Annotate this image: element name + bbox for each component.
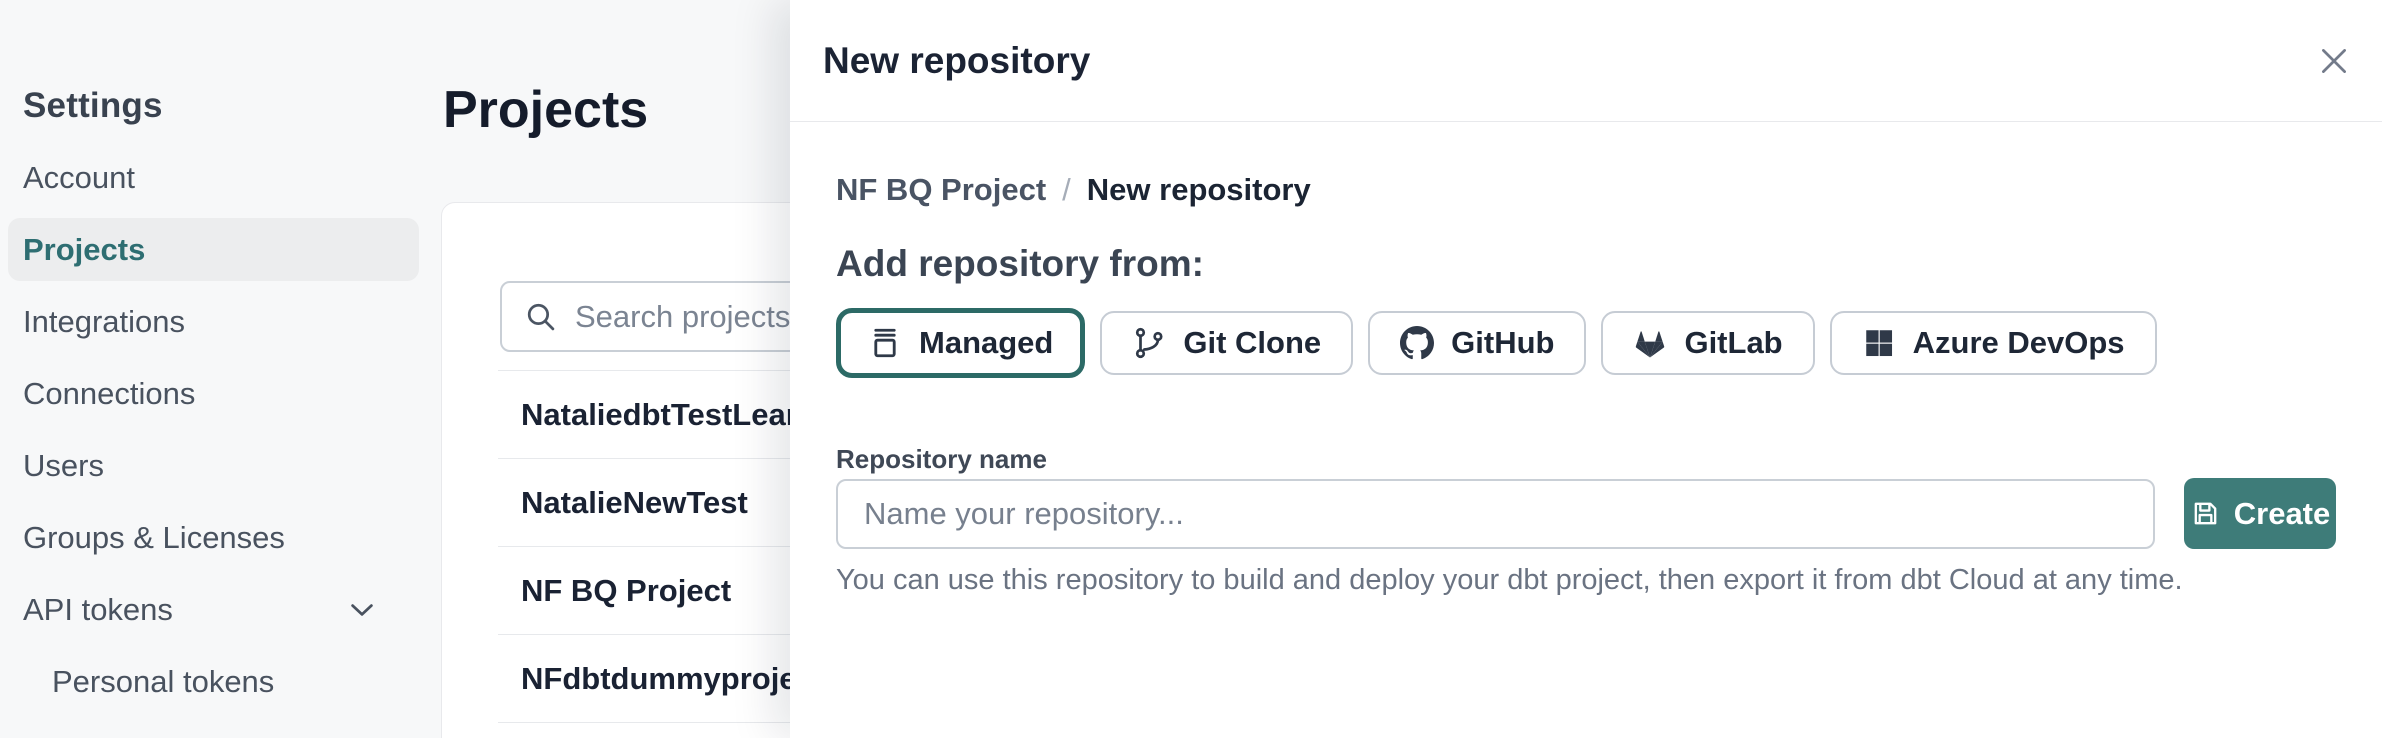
source-label: GitLab [1684, 325, 1783, 360]
sidebar-item-api-tokens[interactable]: API tokens [8, 578, 419, 641]
source-gitlab-button[interactable]: GitLab [1601, 311, 1815, 375]
sidebar-item-users[interactable]: Users [8, 434, 419, 497]
repo-helper-text: You can use this repository to build and… [836, 564, 2183, 596]
sidebar-item-label: API tokens [23, 591, 173, 627]
modal-header: New repository [790, 0, 2382, 122]
create-button[interactable]: Create [2184, 478, 2336, 549]
settings-sidebar: Settings Account Projects Integrations C… [0, 0, 441, 738]
sidebar-item-connections[interactable]: Connections [8, 362, 419, 425]
repo-source-options: Managed Git Clone GitHub GitLab Azure De… [836, 308, 2336, 378]
sidebar-item-label: Projects [23, 231, 146, 267]
close-button[interactable] [2312, 39, 2356, 83]
source-github-button[interactable]: GitHub [1368, 311, 1587, 375]
sidebar-item-projects[interactable]: Projects [8, 218, 419, 281]
create-button-label: Create [2233, 495, 2331, 531]
source-label: Azure DevOps [1912, 325, 2125, 360]
source-git-clone-button[interactable]: Git Clone [1100, 311, 1354, 375]
modal-title: New repository [823, 39, 1091, 81]
breadcrumb: NF BQ Project / New repository [836, 170, 2336, 210]
page-title: Projects [443, 81, 649, 139]
repo-name-label: Repository name [836, 444, 1047, 474]
sidebar-item-label: Account [23, 159, 136, 195]
repo-name-input[interactable] [836, 478, 2155, 549]
source-label: Git Clone [1183, 325, 1322, 360]
managed-repo-icon [874, 328, 896, 358]
modal-body: NF BQ Project / New repository Add repos… [790, 170, 2382, 598]
git-branch-icon [1136, 327, 1163, 359]
sidebar-item-label: Integrations [23, 303, 185, 339]
sidebar-item-personal-tokens[interactable]: Personal tokens [8, 650, 419, 713]
project-name: NFdbtdummyproject [521, 660, 825, 696]
breadcrumb-current: New repository [1086, 172, 1311, 207]
source-azure-devops-button[interactable]: Azure DevOps [1829, 311, 2157, 375]
source-label: Managed [919, 325, 1054, 360]
project-name: NF BQ Project [521, 572, 732, 608]
sidebar-item-account[interactable]: Account [8, 146, 419, 209]
new-repository-modal: New repository NF BQ Project / New repos… [790, 0, 2382, 738]
chevron-down-icon [351, 603, 373, 616]
project-name: NatalieNewTest [521, 484, 748, 520]
save-icon [2194, 502, 2217, 525]
source-label: GitHub [1451, 325, 1555, 360]
sidebar-item-label: Groups & Licenses [23, 519, 285, 555]
section-heading: Add repository from: [836, 243, 1204, 284]
azure-devops-icon [1865, 330, 1892, 357]
sidebar-item-integrations[interactable]: Integrations [8, 290, 419, 353]
repo-name-row: Create [836, 478, 2336, 549]
sidebar-nav: Account Projects Integrations Connection… [8, 146, 419, 722]
close-icon [2322, 48, 2346, 73]
breadcrumb-parent[interactable]: NF BQ Project [836, 172, 1047, 207]
gitlab-icon [1636, 331, 1665, 358]
source-managed-button[interactable]: Managed [836, 308, 1086, 378]
sidebar-item-label: Users [23, 447, 104, 483]
breadcrumb-separator: / [1062, 172, 1071, 207]
sidebar-item-groups-licenses[interactable]: Groups & Licenses [8, 506, 419, 569]
search-icon [527, 303, 555, 331]
sidebar-item-label: Connections [23, 375, 196, 411]
sidebar-item-label: Personal tokens [52, 663, 275, 699]
sidebar-title: Settings [23, 86, 163, 125]
github-icon [1400, 326, 1435, 360]
